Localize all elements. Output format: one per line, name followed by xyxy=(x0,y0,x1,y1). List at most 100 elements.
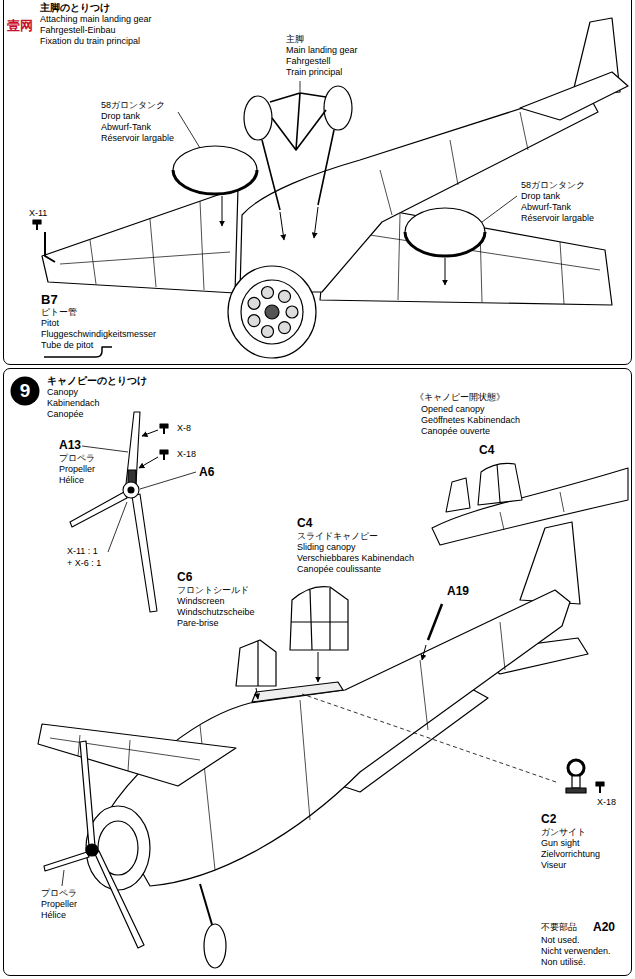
hardware-code: X-18 xyxy=(596,797,617,808)
callout-text: Réservoir largable xyxy=(520,213,595,224)
engine-cowling xyxy=(279,290,291,302)
screw-icon xyxy=(33,220,41,224)
engine-cowling xyxy=(286,306,298,318)
callout-text: Abwurf-Tank xyxy=(100,122,152,133)
engine-cowling xyxy=(228,266,316,358)
engine-cowling xyxy=(241,280,303,344)
step-title: Kabinendach xyxy=(47,398,631,409)
propeller xyxy=(95,851,144,948)
screw-icon xyxy=(596,782,604,793)
screw-icon xyxy=(163,428,165,434)
step-circle: 9 xyxy=(10,376,40,406)
hardware-code: X-8 xyxy=(176,423,192,434)
propeller xyxy=(80,741,95,846)
main-landing-gear xyxy=(244,96,272,140)
note: Not used. xyxy=(540,935,581,946)
propeller xyxy=(86,844,98,856)
pitot-tube xyxy=(45,232,55,262)
leader-line xyxy=(62,870,64,886)
opened-canopy-inset xyxy=(432,463,628,545)
drop-tank xyxy=(173,146,257,194)
engine-cowling xyxy=(262,326,274,338)
part-number: C6 xyxy=(176,570,193,584)
inset-title: Geöffnetes Kabinendach xyxy=(420,415,521,426)
opened-canopy-inset xyxy=(478,463,522,505)
left-wing xyxy=(42,188,238,293)
callout-text: プロペラ xyxy=(58,453,96,464)
sliding-canopy-part xyxy=(290,587,348,650)
callout-text: Verschiebbares Kabinendach xyxy=(296,553,415,564)
callout-text: Pare-brise xyxy=(176,618,220,629)
engine-cowling xyxy=(279,322,291,334)
engine-cowling xyxy=(228,266,316,358)
assembly-arrow xyxy=(256,688,258,699)
callout-text: ガンサイト xyxy=(540,827,587,838)
part-number: C4 xyxy=(478,443,495,457)
assembly-arrow xyxy=(222,196,445,285)
engine-cowling xyxy=(265,305,279,319)
step-panel: キャノピーのとりつけCanopyKabinendachCanopée9 xyxy=(3,368,632,976)
inset-title: 《キャノピー開状態》 xyxy=(414,392,506,403)
panel-lines xyxy=(60,201,230,290)
callout-text: スライドキャノピー xyxy=(296,531,379,542)
landing-gear xyxy=(200,884,213,928)
assembly-arrow xyxy=(222,196,223,226)
screw-icon xyxy=(599,786,601,793)
engine-cowling xyxy=(248,297,260,309)
part-number: C4 xyxy=(296,516,313,530)
main-landing-gear xyxy=(262,93,334,210)
watermark: 壹网 xyxy=(6,18,34,34)
callout-text: Drop tank xyxy=(100,111,141,122)
step-title: Fahrgestell-Einbau xyxy=(40,25,631,36)
callout-text: Fluggeschwindigkeitsmesser xyxy=(40,329,157,340)
landing-gear xyxy=(204,924,226,968)
screw-icon xyxy=(160,450,168,454)
assembly-arrow xyxy=(314,207,318,238)
callout-text: Abwurf-Tank xyxy=(520,202,572,213)
part-number: A6 xyxy=(198,465,215,479)
panel-lines xyxy=(50,735,200,771)
step-title: Canopée xyxy=(47,409,631,420)
callout-text: Drop tank xyxy=(520,191,561,202)
part-number: C2 xyxy=(540,812,557,826)
opened-canopy-inset xyxy=(432,468,628,545)
assembly-arrow xyxy=(256,645,426,699)
engine-cowling xyxy=(248,315,260,327)
main-landing-gear xyxy=(324,86,352,130)
callout-text: Pitot xyxy=(40,318,60,329)
propeller-drawing xyxy=(70,492,127,527)
propeller-drawing xyxy=(132,494,157,612)
callout-text: Windschutzscheibe xyxy=(176,607,256,618)
callout-text: Fahrgestell xyxy=(285,56,332,67)
part-number: A19 xyxy=(446,584,470,598)
callout-text: 主脚 xyxy=(285,34,305,45)
panel-lines xyxy=(200,622,505,870)
gun-sight-part xyxy=(566,788,586,793)
fuselage xyxy=(240,88,598,292)
assembly-arrow xyxy=(318,652,319,682)
paint-ratio: X-11 : 1 xyxy=(66,546,99,557)
callout-text: Main landing gear xyxy=(285,45,359,56)
callout-text: Propeller xyxy=(58,464,96,475)
propeller-drawing xyxy=(126,412,140,484)
drop-tank xyxy=(173,170,257,194)
step-title: 主脚のとりつけ xyxy=(40,2,631,14)
landing-gear xyxy=(200,884,226,968)
screw-icon xyxy=(160,424,168,428)
assembly-arrow xyxy=(445,258,446,285)
assembly-arrow xyxy=(142,430,158,436)
propeller xyxy=(44,852,89,871)
assembly-arrow xyxy=(139,430,158,468)
assembly-arrow xyxy=(422,645,426,660)
drop-tank xyxy=(173,146,485,256)
note: 不要部品 xyxy=(540,922,578,933)
callout-text: 58ガロンタンク xyxy=(100,100,166,111)
callout-text: Sliding canopy xyxy=(296,542,357,553)
assembly-arrow xyxy=(280,212,284,240)
screw-icon xyxy=(163,454,165,460)
screw-icon xyxy=(33,220,41,230)
step-circle-shape xyxy=(11,377,40,406)
gun-sight-part xyxy=(572,776,580,788)
assembly-arrow xyxy=(139,457,158,468)
callout-text: Train principal xyxy=(285,67,343,78)
